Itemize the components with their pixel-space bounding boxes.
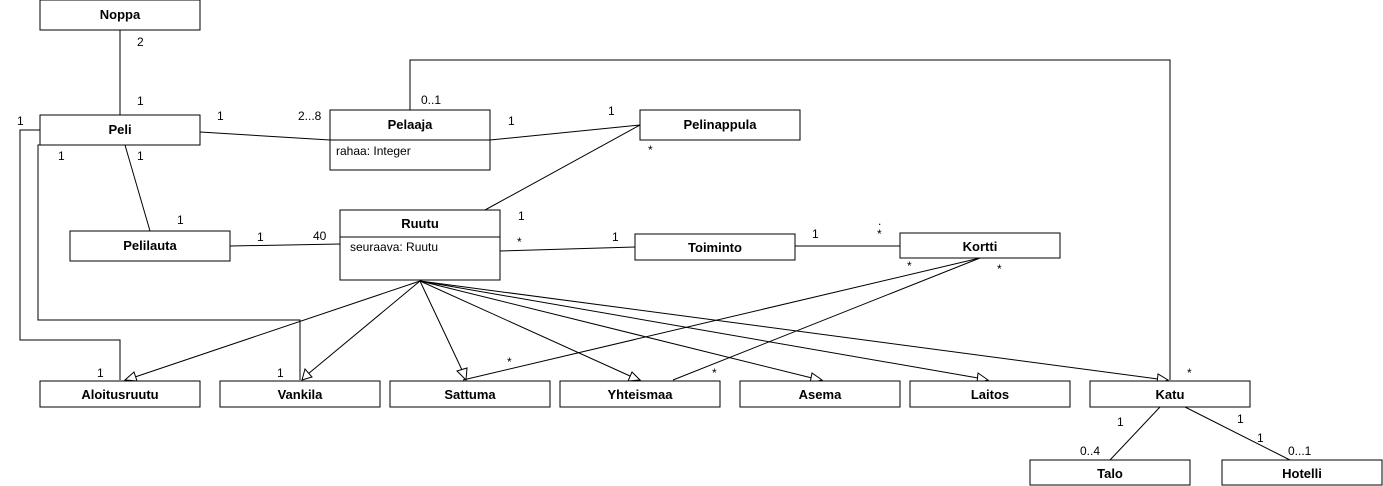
class-name: Pelinappula [684, 117, 758, 132]
mult-label: 1 [612, 230, 619, 244]
mult-label: * [1187, 366, 1192, 380]
mult-label: 2...8 [298, 109, 322, 123]
class-name: Noppa [100, 7, 141, 22]
mult-label: 1 [518, 209, 525, 223]
gen-arrow-aloitusruutu [123, 371, 138, 382]
class-kortti[interactable]: Kortti [899, 232, 1061, 259]
assoc-ruutu-toiminto [499, 246, 636, 252]
class-name: Sattuma [444, 387, 496, 402]
class-ruutu[interactable]: Ruutu seuraava: Ruutu [339, 209, 501, 281]
class-hotelli[interactable]: Hotelli [1221, 459, 1383, 486]
gen-sattuma [419, 280, 463, 371]
mult-label: * [648, 143, 653, 157]
class-name: Vankila [278, 387, 324, 402]
assoc-peli-vankila [37, 144, 301, 380]
mult-label: 1 [137, 94, 144, 108]
class-name: Pelaaja [388, 117, 434, 132]
mult-label: 0..4 [1080, 444, 1100, 458]
class-name: Laitos [971, 387, 1009, 402]
gen-arrow-yhteismaa [627, 371, 642, 382]
mult-label: 1 [508, 114, 515, 128]
gen-asema [419, 280, 813, 379]
class-noppa[interactable]: Noppa [39, 0, 201, 31]
mult-label: 1 [1257, 431, 1264, 445]
assoc-pelaaja-katu [409, 59, 1171, 380]
class-pelilauta[interactable]: Pelilauta [69, 230, 231, 262]
mult-label: * [517, 235, 522, 249]
class-pelinappula[interactable]: Pelinappula [639, 109, 801, 141]
mult-label: * [712, 366, 717, 380]
mult-label: * [997, 262, 1002, 276]
class-peli[interactable]: Peli [39, 114, 201, 146]
gen-arrow-vankila [301, 367, 313, 381]
assoc-katu-hotelli [1184, 406, 1291, 461]
class-aloitusruutu[interactable]: Aloitusruutu [39, 380, 201, 408]
gen-arrow-sattuma [456, 367, 468, 382]
gen-katu [419, 280, 1159, 380]
class-sattuma[interactable]: Sattuma [389, 380, 551, 408]
mult-label: 1 [58, 149, 65, 163]
class-name: Yhteismaa [607, 387, 673, 402]
assoc-kortti-sattuma [462, 257, 981, 381]
generalization-group [123, 280, 1170, 385]
mult-label: * [907, 259, 912, 273]
mult-label: 1 [137, 149, 144, 163]
class-laitos[interactable]: Laitos [909, 380, 1071, 408]
mult-label: 1 [608, 104, 615, 118]
class-katu[interactable]: Katu [1089, 380, 1251, 408]
gen-laitos [419, 280, 979, 379]
assoc-katu-talo [1109, 406, 1161, 461]
assoc-pelilauta-ruutu [229, 243, 341, 247]
class-name: Aloitusruutu [81, 387, 158, 402]
class-name: Talo [1097, 466, 1123, 481]
class-talo[interactable]: Talo [1029, 459, 1191, 486]
mult-label: 1 [217, 109, 224, 123]
mult-label: 2 [137, 35, 144, 49]
class-name: Hotelli [1282, 466, 1322, 481]
assoc-peli-pelilauta [124, 144, 151, 232]
class-name: Kortti [963, 239, 998, 254]
assoc-peli-pelaaja [199, 131, 331, 141]
class-pelaaja[interactable]: Pelaaja rahaa: Integer [329, 109, 491, 171]
multiplicity-labels: 2 1 1 1 2...8 1 1 1 0..1 1 1 * 1 1 40 * … [17, 35, 1312, 458]
assoc-pelaaja-pelinappula [489, 124, 641, 141]
mult-label: 1 [257, 230, 264, 244]
mult-label: 1 [277, 366, 284, 380]
assoc-kortti-yhteismaa [672, 257, 981, 381]
class-vankila[interactable]: Vankila [219, 380, 381, 408]
assoc-pelinappula-ruutu [484, 124, 641, 211]
class-yhteismaa[interactable]: Yhteismaa [559, 380, 721, 408]
mult-label: 1 [812, 227, 819, 241]
class-name: Katu [1156, 387, 1185, 402]
mult-label: 1 [97, 366, 104, 380]
assoc-peli-aloitusruutu [19, 129, 121, 380]
mult-label: 1 [17, 114, 24, 128]
mult-label: * [507, 355, 512, 369]
class-asema[interactable]: Asema [739, 380, 901, 408]
gen-aloitusruutu [131, 280, 421, 379]
gen-vankila [307, 280, 421, 375]
class-toiminto[interactable]: Toiminto [634, 233, 796, 261]
mult-label: * [877, 227, 882, 241]
class-name: Pelilauta [123, 238, 177, 253]
class-attribute: seuraava: Ruutu [350, 240, 438, 254]
class-name: Asema [799, 387, 842, 402]
mult-label: 1 [1117, 415, 1124, 429]
mult-label: . [878, 214, 881, 228]
mult-label: 0..1 [421, 93, 441, 107]
mult-label: 1 [1237, 412, 1244, 426]
mult-label: 1 [177, 213, 184, 227]
class-attribute: rahaa: Integer [336, 144, 411, 158]
class-name: Ruutu [401, 216, 439, 231]
class-name: Toiminto [688, 240, 742, 255]
class-name: Peli [108, 122, 131, 137]
mult-label: 40 [313, 229, 327, 243]
mult-label: 0...1 [1288, 444, 1312, 458]
gen-yhteismaa [419, 280, 631, 377]
